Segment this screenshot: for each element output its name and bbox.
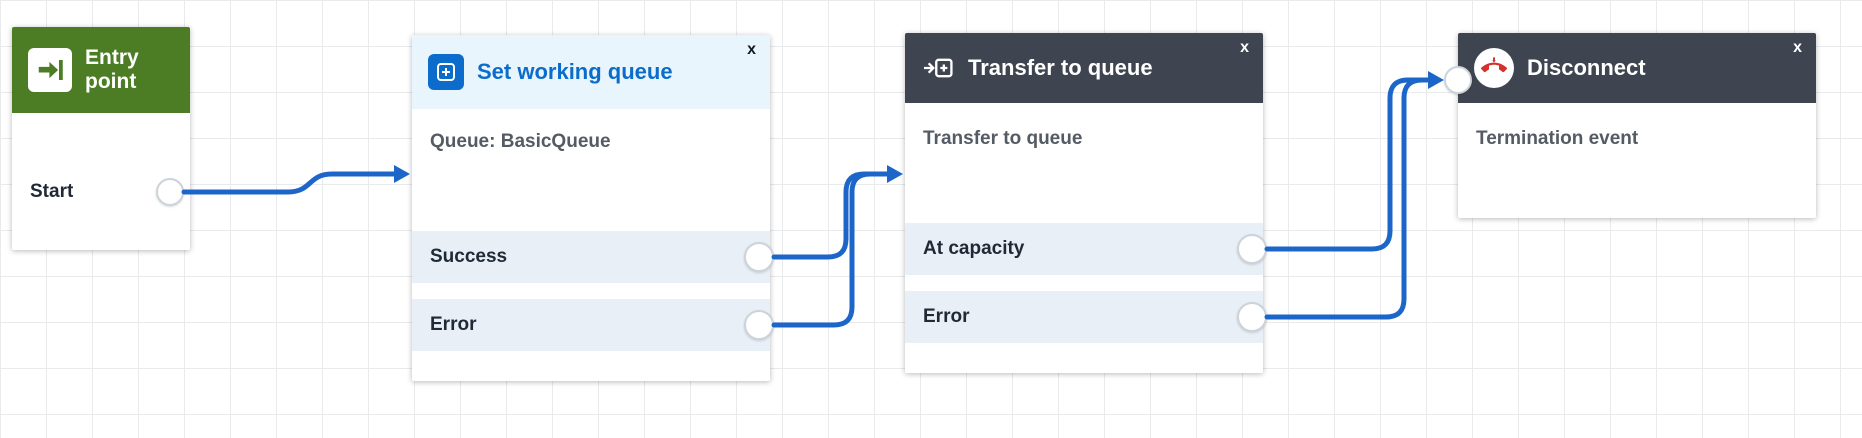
output-port-error[interactable] [744,310,774,340]
transfer-to-queue-subtitle: Transfer to queue [923,128,1083,149]
entry-point-title: Entry point [85,45,139,93]
arrowhead-into-disconnect [1428,71,1444,89]
node-disconnect[interactable]: Disconnect x Termination event [1444,33,1816,218]
entry-arrow-icon [28,48,72,92]
disconnect-title: Disconnect [1527,55,1646,80]
output-row-at-capacity: At capacity [905,223,1267,275]
entry-point-header: Entry point [12,27,190,113]
output-row-success: Success [412,231,774,283]
disconnect-header: Disconnect x [1458,33,1816,103]
connection-at-capacity-to-disconnect[interactable] [1264,77,1430,252]
output-port-at-capacity[interactable] [1237,234,1267,264]
output-row-error: Error [412,299,774,351]
disconnect-subtitle: Termination event [1476,128,1639,149]
output-label-at-capacity: At capacity [923,238,1025,259]
node-set-working-queue[interactable]: Set working queue x Queue: BasicQueue Su… [412,35,774,381]
transfer-to-queue-title: Transfer to queue [968,55,1153,80]
output-label-success: Success [430,246,508,267]
hang-up-phone-icon [1474,48,1514,88]
close-icon[interactable]: x [1793,39,1802,56]
set-working-queue-title: Set working queue [477,59,673,84]
output-row-error: Error [905,291,1267,343]
add-queue-icon [428,54,464,90]
set-working-queue-subtitle: Queue: BasicQueue [430,131,611,152]
node-transfer-to-queue[interactable]: Transfer to queue x Transfer to queue At… [905,33,1267,373]
output-label-error: Error [430,314,477,335]
output-label-start: Start [30,181,74,202]
output-port-success[interactable] [744,242,774,272]
arrowhead-into-transfer [887,165,903,183]
output-port-error[interactable] [1237,302,1267,332]
close-icon[interactable]: x [1240,39,1249,56]
connection-error-to-disconnect[interactable] [1264,77,1430,320]
transfer-to-queue-header: Transfer to queue x [905,33,1263,103]
set-working-queue-header: Set working queue x [412,35,770,109]
output-label-error: Error [923,306,970,327]
node-entry-point[interactable]: Entry point Start [12,27,190,250]
output-port-start[interactable] [156,178,184,206]
output-row-start: Start [12,167,190,217]
arrowhead-into-set-working-queue [394,165,410,183]
transfer-queue-icon [921,53,955,83]
connection-error-to-transfer[interactable] [771,171,889,328]
input-port-disconnect[interactable] [1444,66,1472,94]
connection-start-to-set-working-queue[interactable] [181,171,397,195]
connection-success-to-transfer[interactable] [771,171,889,260]
close-icon[interactable]: x [747,41,756,58]
